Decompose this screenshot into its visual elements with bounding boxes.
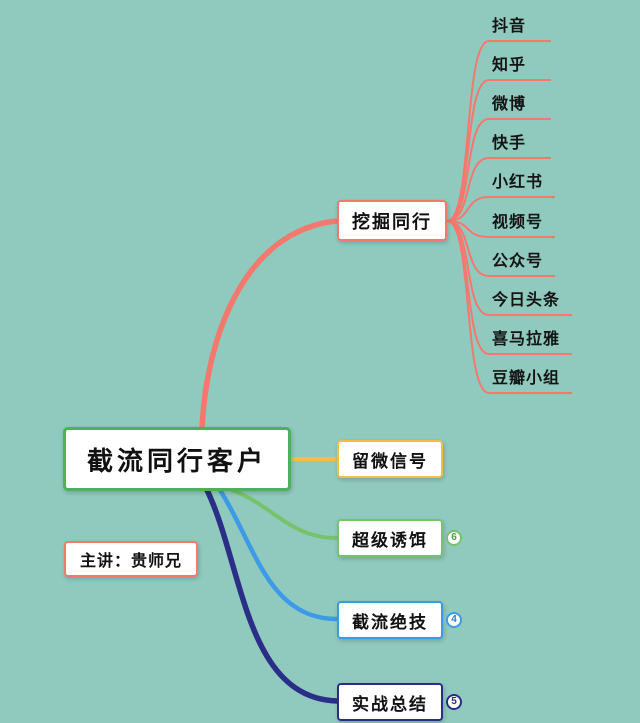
connector-dig-to-xiaohongshu <box>446 196 490 222</box>
collapsed-count-badge-bait[interactable]: 6 <box>446 530 462 546</box>
connector-dig-to-kuaishou <box>446 157 490 222</box>
connector-dig-to-douban <box>446 220 490 394</box>
connector-dig-to-zhihu <box>446 79 490 222</box>
branch-practice-summary[interactable]: 实战总结 <box>337 683 443 721</box>
connector-root-to-bait <box>230 488 339 540</box>
leaf-shipinhao[interactable]: 视频号 <box>489 213 556 238</box>
connector-root-to-summary <box>204 487 340 704</box>
connector-dig-to-ximalaya <box>446 220 490 355</box>
leaf-xiaohongshu[interactable]: 小红书 <box>489 173 556 198</box>
leaf-douyin[interactable]: 抖音 <box>489 17 551 42</box>
root-topic[interactable]: 截流同行客户 <box>63 427 291 491</box>
collapsed-count-badge-skills[interactable]: 4 <box>446 612 462 628</box>
leaf-ximalaya[interactable]: 喜马拉雅 <box>489 330 573 355</box>
connector-dig-to-douyin <box>446 40 490 222</box>
leaf-gongzhonghao[interactable]: 公众号 <box>489 252 556 277</box>
branch-super-bait[interactable]: 超级诱饵 <box>337 519 443 557</box>
branch-interception-skill[interactable]: 截流绝技 <box>337 601 443 639</box>
branch-leave-wechat[interactable]: 留微信号 <box>337 440 443 478</box>
presenter-note[interactable]: 主讲：贵师兄 <box>64 541 198 577</box>
leaf-toutiao[interactable]: 今日头条 <box>489 291 573 316</box>
leaf-kuaishou[interactable]: 快手 <box>489 134 551 159</box>
connector-root-to-dig <box>199 218 340 432</box>
connector-dig-to-weibo <box>446 118 490 222</box>
leaf-weibo[interactable]: 微博 <box>489 95 551 120</box>
leaf-zhihu[interactable]: 知乎 <box>489 56 551 81</box>
branch-dig-competitors[interactable]: 挖掘同行 <box>337 200 447 241</box>
leaf-douban[interactable]: 豆瓣小组 <box>489 369 573 394</box>
connector-root-to-skills <box>217 487 340 622</box>
collapsed-count-badge-summary[interactable]: 5 <box>446 694 462 710</box>
